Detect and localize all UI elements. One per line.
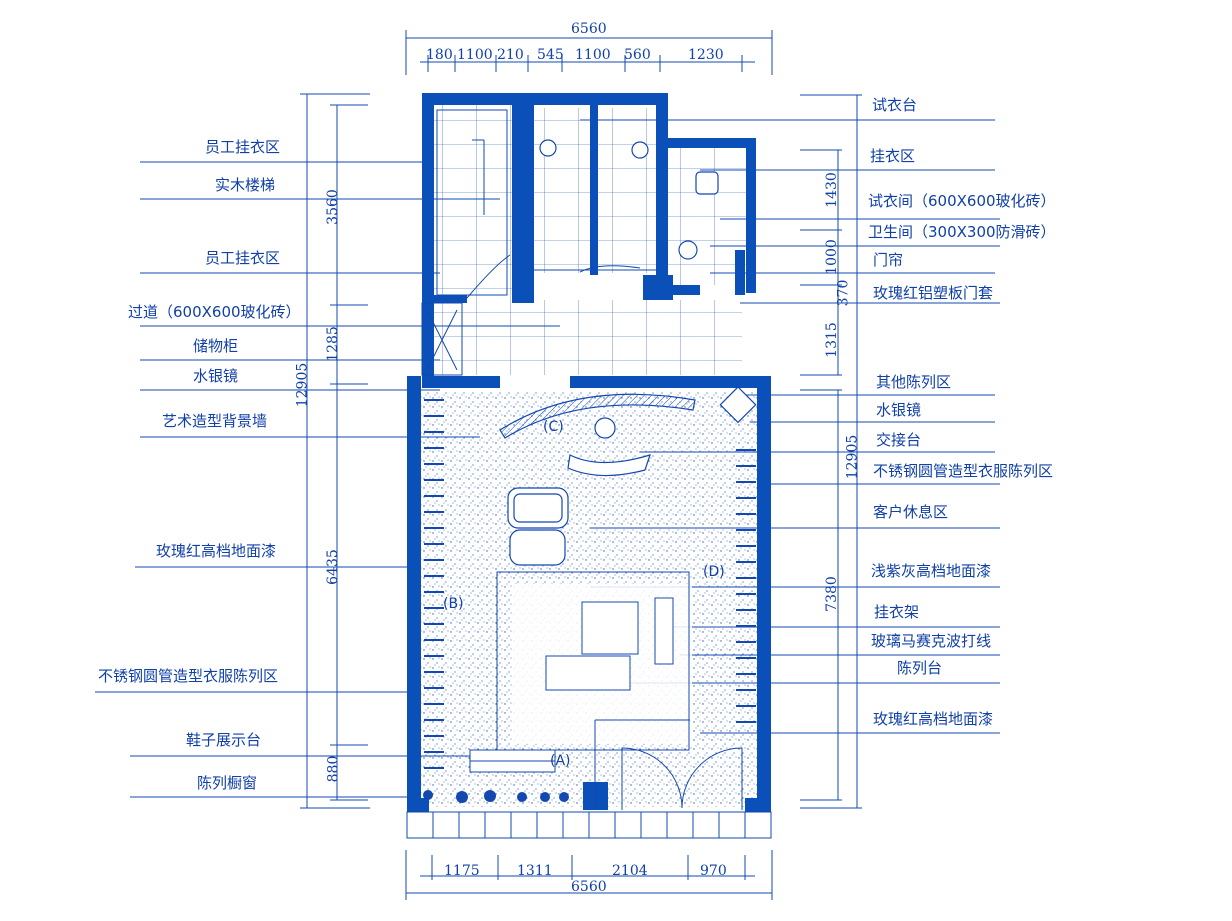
label-left-4: 过道（600X600玻化砖） <box>128 303 301 321</box>
top-seg-1: 180 <box>426 47 453 63</box>
label-right-13: 挂衣架 <box>874 603 920 621</box>
label-right-14: 玻璃马赛克波打线 <box>871 632 992 650</box>
right-outer-dim: 12905 <box>844 434 861 480</box>
bottom-seg-1: 1175 <box>444 863 480 879</box>
zone-marker-d: (D) <box>703 564 725 580</box>
top-seg-2: 1100 <box>457 47 493 63</box>
label-left-1: 员工挂衣区 <box>205 138 281 156</box>
label-right-11: 客户休息区 <box>873 503 949 521</box>
zone-marker-c: (C) <box>543 419 564 435</box>
left-seg-2: 1285 <box>324 326 341 362</box>
bottom-seg-4: 970 <box>700 863 727 879</box>
left-dimension <box>300 93 370 809</box>
label-left-11: 陈列橱窗 <box>197 774 258 792</box>
zone-marker-a: (A) <box>550 753 571 769</box>
bottom-dimension <box>405 850 773 900</box>
label-right-15: 陈列台 <box>897 659 943 677</box>
label-left-5: 储物柜 <box>193 337 239 355</box>
right-seg-5: 7380 <box>823 576 840 612</box>
top-seg-4: 545 <box>537 47 564 63</box>
label-right-9: 交接台 <box>876 431 922 449</box>
label-left-2: 实木楼梯 <box>215 176 276 194</box>
label-right-4: 卫生间（300X300防滑砖） <box>868 223 1056 241</box>
label-right-16: 玫瑰红高档地面漆 <box>873 710 994 728</box>
right-seg-4: 1315 <box>823 322 840 358</box>
left-seg-3: 6435 <box>324 549 341 585</box>
label-right-12: 浅紫灰高档地面漆 <box>871 562 992 580</box>
top-seg-6: 560 <box>624 47 651 63</box>
walls <box>407 93 771 812</box>
right-seg-2: 1000 <box>823 239 840 275</box>
top-seg-5: 1100 <box>575 47 611 63</box>
right-seg-1: 1430 <box>823 172 840 208</box>
bottom-total-dim: 6560 <box>571 879 607 895</box>
label-right-3: 试衣间（600X600玻化砖） <box>868 192 1056 210</box>
right-seg-3: 370 <box>835 279 852 307</box>
label-left-8: 玫瑰红高档地面漆 <box>156 542 277 560</box>
left-seg-1: 3560 <box>324 189 341 225</box>
label-right-2: 挂衣区 <box>870 147 916 165</box>
label-right-10: 不锈钢圆管造型衣服陈列区 <box>873 462 1054 480</box>
label-left-3: 员工挂衣区 <box>205 249 281 267</box>
label-left-10: 鞋子展示台 <box>186 731 262 749</box>
label-left-6: 水银镜 <box>193 367 239 385</box>
label-right-8: 水银镜 <box>876 401 922 419</box>
label-left-7: 艺术造型背景墙 <box>162 412 268 430</box>
label-right-7: 其他陈列区 <box>876 373 952 391</box>
top-seg-3: 210 <box>497 47 524 63</box>
zone-marker-b: (B) <box>443 596 464 612</box>
top-seg-7: 1230 <box>688 47 724 63</box>
label-left-9: 不锈钢圆管造型衣服陈列区 <box>98 667 279 685</box>
bottom-seg-3: 2104 <box>612 863 648 879</box>
label-right-6: 玫瑰红铝塑板门套 <box>873 284 994 302</box>
top-total-dim: 6560 <box>571 21 607 37</box>
top-dimension <box>405 30 773 75</box>
left-seg-4: 880 <box>325 755 342 783</box>
label-right-5: 门帘 <box>873 251 904 269</box>
label-right-1: 试衣台 <box>872 96 918 114</box>
left-outer-dim: 12905 <box>294 362 311 408</box>
right-dimension <box>800 94 862 809</box>
bottom-seg-2: 1311 <box>517 863 553 879</box>
